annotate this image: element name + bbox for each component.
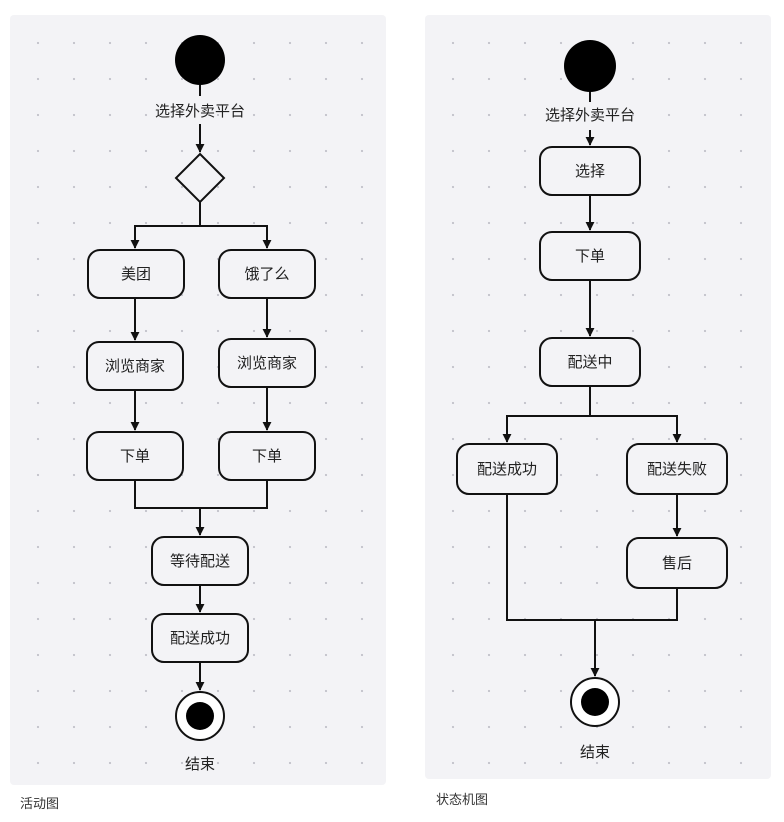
activity-diagram-panel (10, 15, 386, 785)
activity-diagram-caption: 活动图 (20, 797, 60, 812)
state-diagram-caption: 状态机图 (436, 793, 489, 808)
state-diagram-panel (425, 15, 771, 779)
